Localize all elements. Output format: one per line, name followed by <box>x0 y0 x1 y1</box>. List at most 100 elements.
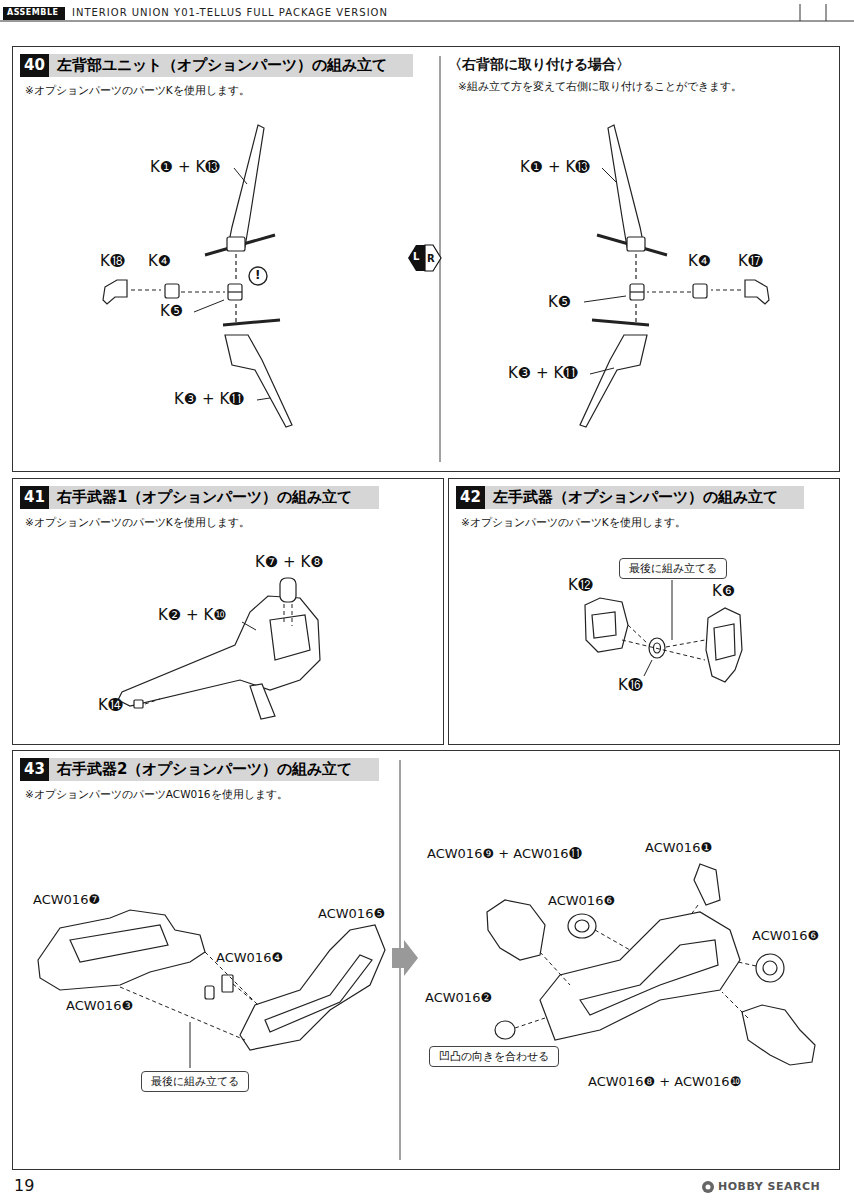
part-label: ACW016❽ + ACW016❿ <box>588 1074 741 1090</box>
part-label: K⓬ <box>568 576 593 594</box>
ring-part <box>575 920 589 932</box>
small-part <box>495 1021 515 1039</box>
ring-part <box>568 914 596 938</box>
small-part <box>222 975 233 992</box>
weapon-part <box>742 1005 815 1065</box>
weapon-part <box>240 925 385 1050</box>
part-label: K❶ + K⓭ <box>150 158 220 176</box>
weapon-part <box>38 910 205 990</box>
part-label: ACW016❸ <box>66 998 133 1014</box>
weapon-detail <box>270 615 310 660</box>
part-label: ACW016❷ <box>425 990 492 1006</box>
note-text: 最後に組み立てる <box>629 561 717 576</box>
weapon-part <box>118 596 320 706</box>
leader-line <box>644 660 652 676</box>
leader-line <box>257 398 270 400</box>
part-label: K❺ <box>160 302 183 320</box>
assembly-guide <box>738 962 756 966</box>
note-text: 最後に組み立てる <box>151 1074 239 1089</box>
assembly-guide <box>145 699 160 704</box>
assembly-guide <box>292 604 293 626</box>
step-number: 43 <box>20 758 49 781</box>
step-number: 41 <box>20 486 49 509</box>
page-number: 19 <box>14 1176 34 1195</box>
watermark-logo <box>702 1181 714 1193</box>
header-tick <box>800 4 801 21</box>
caution-symbol: ! <box>255 268 260 282</box>
step-number: 42 <box>456 486 485 509</box>
part-label: ACW016❶ <box>645 840 712 856</box>
part-label: K❸ + K⓫ <box>174 390 244 408</box>
weapon-detail <box>70 925 168 962</box>
ring-part <box>763 961 777 975</box>
part-label: ACW016❻ <box>752 928 819 944</box>
back-unit-left <box>103 125 292 427</box>
small-part <box>205 986 214 999</box>
assembly-guide <box>595 930 630 950</box>
weapon-detail <box>580 940 718 1015</box>
step-panel: 43右手武器2（オプションパーツ）の組み立て ※オプションパーツのパーツACW01… <box>12 750 840 1170</box>
assembly-guide <box>622 640 705 660</box>
step-note: ※オプションパーツのパーツKを使用します。 <box>461 515 686 529</box>
weapon-detail <box>714 624 735 660</box>
step-header: 40左背部ユニット（オプションパーツ）の組み立て <box>20 54 413 77</box>
header-tick <box>826 4 827 21</box>
part-label: K❺ <box>548 293 571 311</box>
weapon-detail <box>265 955 372 1032</box>
step-title: 右手武器2（オプションパーツ）の組み立て <box>49 758 379 781</box>
lr-badge <box>408 245 425 271</box>
assembly-guide <box>540 952 570 985</box>
part-label: K❸ + K⓫ <box>508 364 578 382</box>
part-label: K❹ <box>688 252 711 270</box>
part-label: K❼ + K❽ <box>255 553 324 571</box>
weapon-part <box>540 912 740 1040</box>
section-heading: 〈右背部に取り付ける場合〉 <box>448 56 630 73</box>
header-tab-text: ASSEMBLE <box>7 8 58 18</box>
assembly-guide <box>233 984 252 1000</box>
step-note: ※オプションパーツのパーツACW016を使用します。 <box>25 787 288 801</box>
back-unit-right <box>580 125 769 427</box>
small-part <box>694 864 720 905</box>
part-label: K⓲ <box>100 252 125 270</box>
part-label: ACW016❼ <box>33 892 100 908</box>
step-note: ※オプションパーツのパーツKを使用します。 <box>25 515 250 529</box>
side-indicator: R <box>427 253 435 265</box>
side-indicator: L <box>413 251 419 263</box>
note-text: 凹凸の向きを合わせる <box>439 1049 549 1064</box>
section-note: ※組み立て方を変えて右側に取り付けることができます。 <box>458 80 742 93</box>
assembly-guide <box>628 625 648 644</box>
part-label: K❶ + K⓭ <box>520 158 590 176</box>
part-label: ACW016❻ <box>548 893 615 909</box>
step-header: 43右手武器2（オプションパーツ）の組み立て <box>20 758 379 781</box>
weapon-part <box>585 598 628 652</box>
assembly-guide <box>722 992 748 1018</box>
weapon-detail <box>592 612 616 638</box>
assembly-guide <box>515 1018 545 1028</box>
step-panel: 42左手武器（オプションパーツ）の組み立て ※オプションパーツのパーツKを使用しま… <box>448 478 840 745</box>
part-label: ACW016❹ <box>216 950 283 966</box>
step-number: 40 <box>20 54 49 77</box>
note-box: 最後に組み立てる <box>141 1071 249 1092</box>
header-rule <box>0 21 854 22</box>
leader-line <box>234 168 247 184</box>
weapon-part <box>706 608 742 682</box>
weapon-part <box>487 900 545 960</box>
leader-line <box>190 1022 191 1068</box>
lr-badge <box>425 245 441 271</box>
part-label: K❻ <box>712 582 735 600</box>
part-label: ACW016❺ <box>318 906 385 922</box>
caution-mark <box>249 267 267 285</box>
assembly-guide <box>690 905 698 916</box>
ring-part <box>756 954 784 982</box>
step-header: 42左手武器（オプションパーツ）の組み立て <box>456 486 804 509</box>
leader-line <box>602 168 616 182</box>
step-title: 左手武器（オプションパーツ）の組み立て <box>485 486 804 509</box>
part-label: K❹ <box>148 252 171 270</box>
step-header: 41右手武器1（オプションパーツ）の組み立て <box>20 486 379 509</box>
leader-line <box>584 296 626 302</box>
assembly-guide <box>120 987 245 1040</box>
assembly-guide <box>284 604 285 624</box>
